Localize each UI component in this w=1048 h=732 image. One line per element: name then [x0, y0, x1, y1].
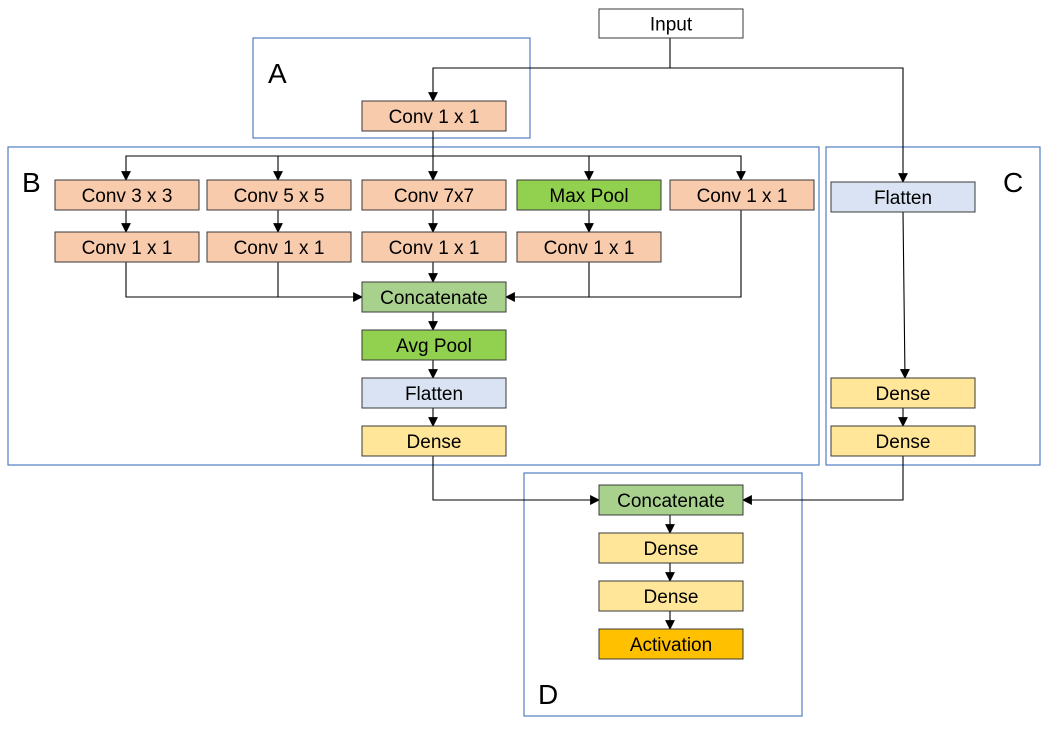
node-label: Dense [644, 587, 699, 608]
node-label: Dense [407, 432, 462, 453]
node-box [361, 281, 507, 313]
node-box [361, 329, 507, 361]
node-box [361, 100, 507, 132]
node-box [54, 179, 200, 211]
node-b-conv1-a: Conv 1 x 1 [54, 231, 200, 263]
node-label: Concatenate [380, 288, 488, 309]
node-b-conv1-c: Conv 1 x 1 [361, 231, 507, 263]
node-b-conv7: Conv 7x7 [361, 179, 507, 211]
group-b-label: B [22, 167, 41, 198]
node-box [830, 181, 976, 213]
node-label: Max Pool [549, 186, 628, 207]
edge-a-conv1-to-b-conv1-e [589, 155, 746, 181]
node-label: Conv 1 x 1 [544, 238, 635, 259]
node-label: Conv 1 x 1 [389, 107, 480, 128]
node-box [206, 231, 352, 263]
edge-b-conv1-a-to-b-concat [125, 262, 363, 302]
node-box [361, 231, 507, 263]
edge-b-conv1-e-to-b-concat [505, 210, 742, 302]
node-d-activation: Activation [598, 628, 744, 660]
node-label: Concatenate [617, 491, 725, 512]
node-b-conv1-b: Conv 1 x 1 [206, 231, 352, 263]
node-label: Dense [876, 432, 931, 453]
node-input: Input [598, 8, 744, 39]
node-box [54, 231, 200, 263]
node-box [598, 484, 744, 516]
node-label: Conv 7x7 [394, 186, 474, 207]
node-box [598, 580, 744, 612]
node-box [206, 179, 352, 211]
edge-c-flatten-to-c-dense1 [899, 211, 910, 379]
edge-input-to-a-conv1 [428, 38, 671, 102]
group-c-label: C [1003, 167, 1023, 198]
node-d-dense2: Dense [598, 580, 744, 612]
node-b-maxpool: Max Pool [516, 179, 662, 211]
node-label: Conv 1 x 1 [234, 238, 325, 259]
node-box [361, 425, 507, 457]
node-label: Conv 1 x 1 [82, 238, 173, 259]
node-box [830, 425, 976, 457]
node-c-dense1: Dense [830, 377, 976, 409]
node-b-flatten: Flatten [361, 377, 507, 409]
node-label: Input [650, 15, 693, 36]
node-label: Conv 1 x 1 [697, 186, 788, 207]
node-box [361, 377, 507, 409]
group-c-box [825, 146, 1041, 466]
node-box [516, 231, 662, 263]
node-box [516, 179, 662, 211]
node-c-dense2: Dense [830, 425, 976, 457]
node-b-conv1-d: Conv 1 x 1 [516, 231, 662, 263]
group-d-label: D [538, 679, 558, 710]
node-label: Conv 3 x 3 [82, 186, 173, 207]
node-box [361, 179, 507, 211]
group-a-box [252, 37, 531, 139]
node-box [598, 628, 744, 660]
node-b-conv5: Conv 5 x 5 [206, 179, 352, 211]
node-b-avgpool: Avg Pool [361, 329, 507, 361]
group-b-box [7, 146, 820, 466]
node-box [830, 377, 976, 409]
edge-b-dense-to-d-concat [432, 456, 600, 505]
group-a-label: A [268, 58, 287, 89]
edge-c-dense2-to-d-concat [742, 456, 904, 505]
node-label: Dense [644, 539, 699, 560]
node-label: Activation [630, 635, 712, 656]
node-box [669, 179, 815, 211]
node-b-dense: Dense [361, 425, 507, 457]
node-box [598, 8, 744, 39]
node-label: Avg Pool [396, 336, 472, 357]
node-b-concat: Concatenate [361, 281, 507, 313]
node-b-conv3: Conv 3 x 3 [54, 179, 200, 211]
node-d-concat: Concatenate [598, 484, 744, 516]
node-box [598, 532, 744, 564]
edge-input-to-c-flatten [670, 67, 908, 183]
group-d-box [523, 472, 803, 717]
node-label: Flatten [874, 188, 932, 209]
edge-a-conv1-to-b-conv3 [121, 131, 434, 181]
node-label: Conv 5 x 5 [234, 186, 325, 207]
node-d-dense1: Dense [598, 532, 744, 564]
edge-a-conv1-to-b-maxpool [433, 155, 594, 181]
node-label: Dense [876, 384, 931, 405]
node-c-flatten: Flatten [830, 181, 976, 213]
node-label: Conv 1 x 1 [389, 238, 480, 259]
node-b-conv1-e: Conv 1 x 1 [669, 179, 815, 211]
node-a-conv1: Conv 1 x 1 [361, 100, 507, 132]
node-label: Flatten [405, 384, 463, 405]
